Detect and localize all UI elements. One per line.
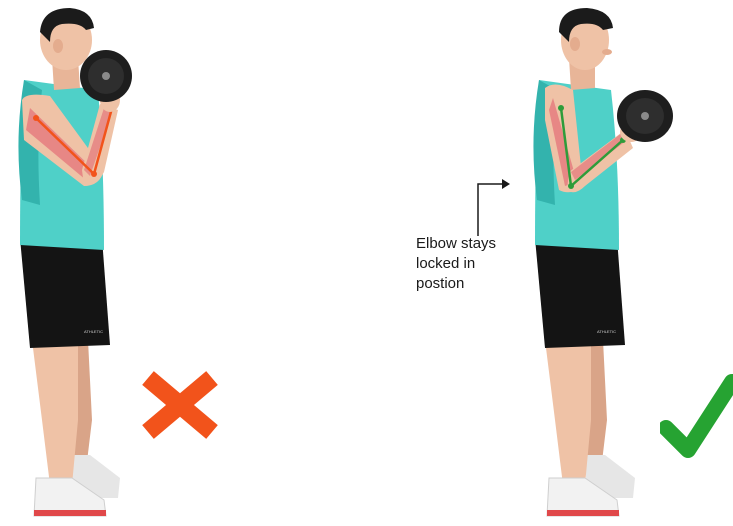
annotation-arrow-icon xyxy=(388,176,528,236)
dumbbell-icon xyxy=(80,50,132,102)
incorrect-form-illustration: ATHLETIC xyxy=(0,0,200,526)
incorrect-form-figure: ATHLETIC xyxy=(0,0,200,526)
cross-icon xyxy=(140,370,220,440)
shorts-brand-text: ATHLETIC xyxy=(84,329,103,334)
annotation-text: Elbow stays locked in postion xyxy=(416,234,496,294)
shorts-brand-text: ATHLETIC xyxy=(597,329,616,334)
checkmark-icon xyxy=(660,368,733,458)
dumbbell-icon xyxy=(617,90,673,142)
elbow-annotation: Elbow stays locked in postion xyxy=(388,176,528,306)
